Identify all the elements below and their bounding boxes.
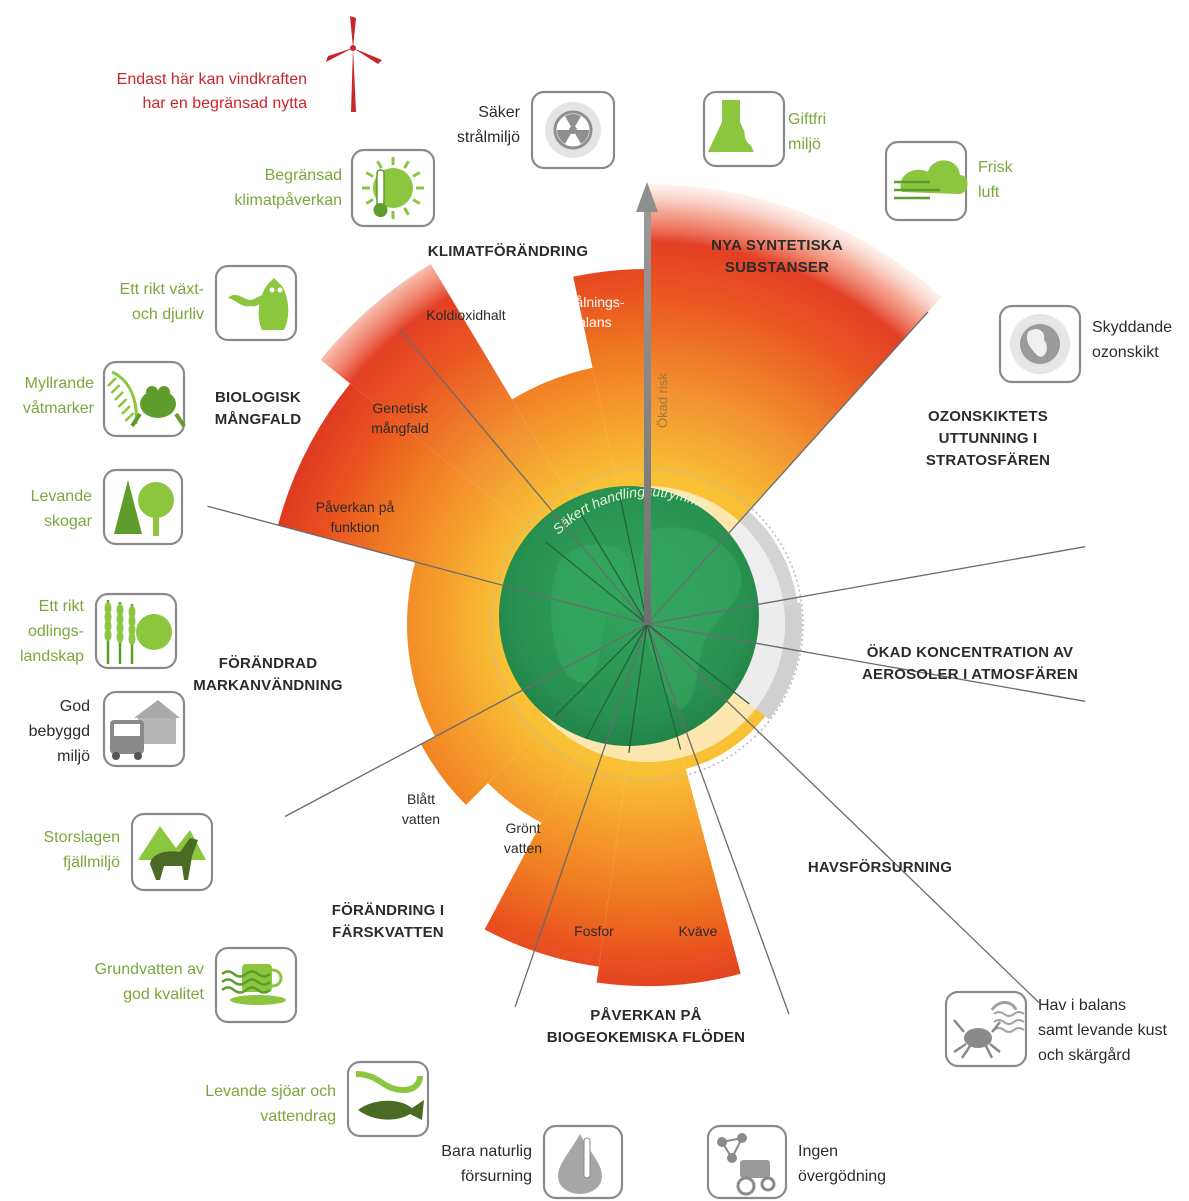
divider-line [646, 623, 790, 1015]
divider-line [284, 623, 648, 818]
divider-line-inner [628, 623, 648, 753]
divider-line [646, 311, 929, 625]
risk-arrow [644, 205, 651, 625]
elk-mountain-icon [130, 812, 214, 892]
crab-icon-frame [944, 990, 1028, 1068]
divider-line [207, 505, 648, 625]
divider-line [646, 546, 1086, 625]
sub-label-koldioxid: Koldioxidhalt [426, 307, 505, 323]
sub-label-kvave: Kväve [679, 923, 718, 939]
divider-line-inner [545, 541, 648, 625]
tractor-molecule-icon [706, 1124, 788, 1200]
goal-label-vaxt: Ett rikt växt-och djurliv [120, 281, 204, 323]
divider-line-inner [646, 623, 682, 750]
dimension-title-hav: HAVSFÖRSURNING [808, 859, 952, 876]
continent-shape [638, 527, 742, 710]
biohazard-flask-icon-frame [702, 90, 786, 168]
wind-turbine-icon [326, 16, 382, 112]
divider-line [646, 623, 1040, 1004]
divider-line [514, 623, 648, 1008]
sub-label-straln: Strålnings-balans [558, 294, 625, 330]
wedge-kvave [596, 624, 741, 987]
crab-icon [944, 990, 1028, 1068]
risk-arrow-head [636, 182, 658, 212]
trees-icon [102, 468, 184, 546]
continent-shape [550, 544, 632, 683]
fish-icon-frame [346, 1060, 430, 1138]
droplet-icon [542, 1124, 624, 1200]
bus-house-icon [102, 690, 186, 768]
globe-icon [998, 304, 1082, 384]
risk-axis-label: Ökad risk [655, 373, 670, 428]
sub-label-fosfor: Fosfor [574, 923, 614, 939]
cloud-wind-icon [884, 140, 968, 222]
biohazard-flask-icon [702, 90, 786, 168]
radiation-icon [530, 90, 616, 170]
wheat-icon [94, 592, 178, 670]
frog-fern-icon [102, 360, 186, 438]
divider-line-inner [579, 512, 648, 625]
dimension-title-klimat: KLIMATFÖRÄNDRING [428, 243, 588, 260]
divider-line-inner [585, 623, 648, 740]
bird-owl-icon [214, 264, 298, 342]
divider-line-inner [619, 496, 648, 625]
divider-line [399, 328, 648, 625]
water-cup-icon [214, 946, 298, 1024]
fish-icon [346, 1060, 430, 1138]
divider-line-inner [554, 623, 648, 717]
boundary-ring [490, 467, 804, 781]
sun-thermometer-icon [350, 148, 436, 228]
divider-line-inner [646, 623, 750, 705]
divider-line [646, 623, 1086, 702]
